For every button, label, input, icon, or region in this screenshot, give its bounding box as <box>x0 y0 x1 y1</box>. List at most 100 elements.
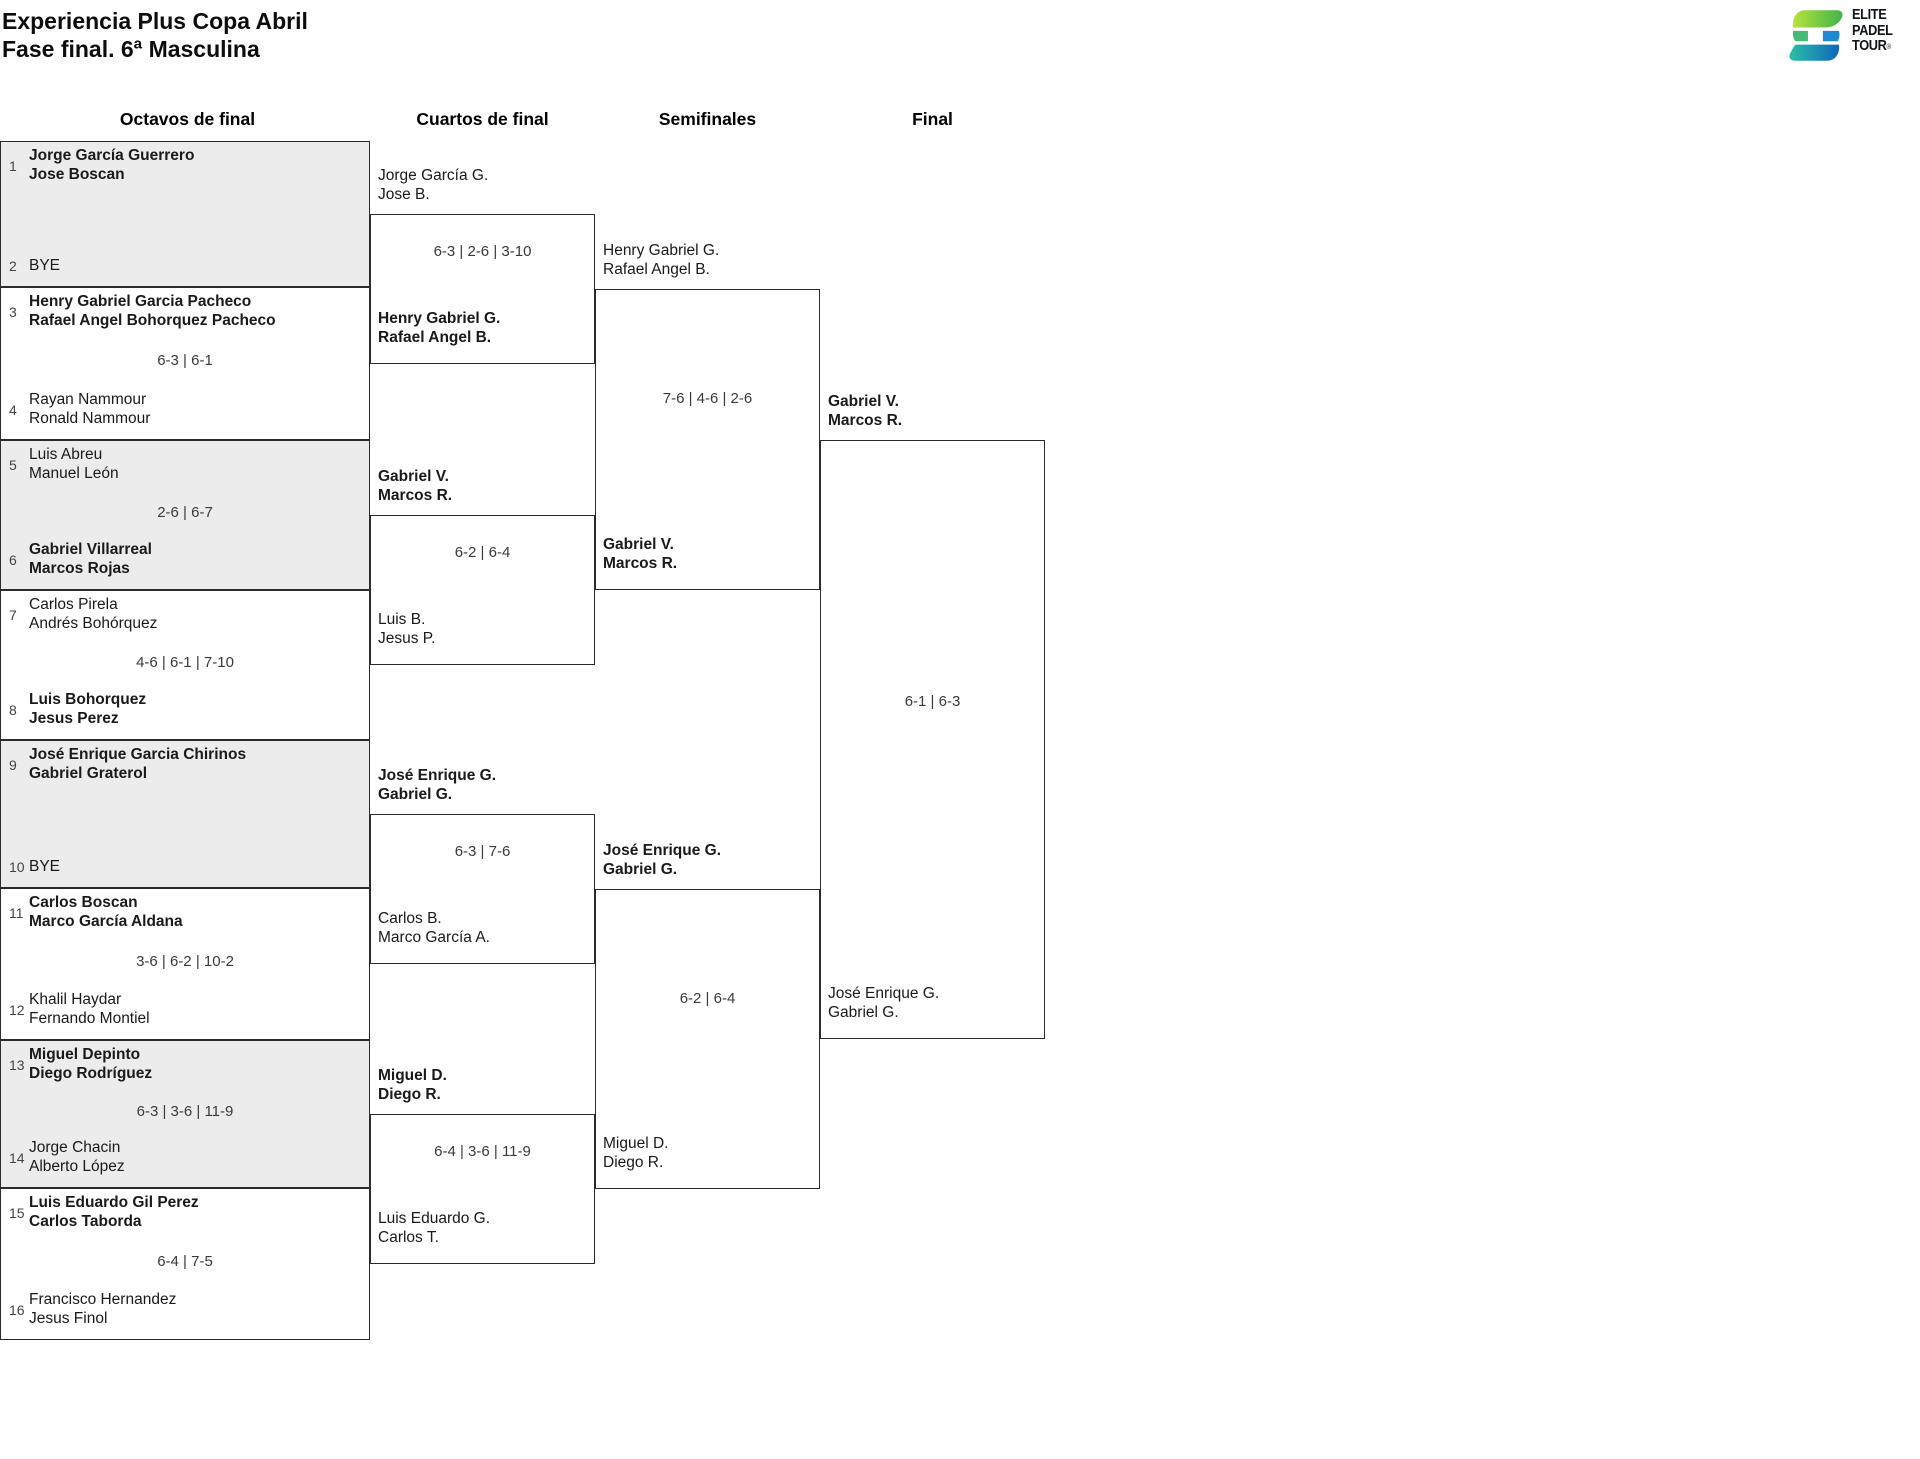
player-name: Marcos R. <box>828 411 903 429</box>
tournament-name: Experiencia Plus Copa Abril <box>2 8 308 34</box>
logo-icon <box>1787 8 1845 63</box>
match-score: 6-2 | 6-4 <box>679 990 736 1007</box>
player-name: Gabriel V. <box>378 468 449 485</box>
player-name: Gabriel G. <box>603 860 678 878</box>
team-name: Jorge Chacin Alberto López <box>29 1139 125 1176</box>
registered-mark: ® <box>1886 44 1892 51</box>
octavos-match-4: 7 Carlos Pirela Andrés Bohórquez 4-6 | 6… <box>0 590 370 740</box>
octavos-match-3: 5 Luis Abreu Manuel León 2-6 | 6-7 6 Gab… <box>0 440 370 590</box>
player-name: Jesus Finol <box>29 1309 108 1327</box>
match-score: 6-3 | 6-1 <box>157 352 213 369</box>
match-score: 6-4 | 3-6 | 11-9 <box>434 1143 531 1160</box>
octavos-match-1: 1 Jorge García Guerrero Jose Boscan 2 BY… <box>0 141 370 287</box>
seed-number: 14 <box>9 1149 25 1166</box>
team-name: Miguel Depinto Diego Rodríguez <box>29 1046 152 1083</box>
player-name: Luis Eduardo G. <box>378 1210 491 1227</box>
semifinal-match-2: José Enrique G. Gabriel G. 6-2 | 6-4 Mig… <box>595 842 820 1189</box>
team-slot: 10 BYE <box>1 858 369 877</box>
seed-number: 10 <box>9 858 25 875</box>
octavos-match-7: 13 Miguel Depinto Diego Rodríguez 6-3 | … <box>0 1040 370 1188</box>
player-name: Gabriel V. <box>828 393 899 410</box>
team-slot: 2 BYE <box>1 257 369 276</box>
player-name: Gabriel Villarreal <box>29 541 152 558</box>
octavos-match-5: 9 José Enrique Garcia Chirinos Gabriel G… <box>0 740 370 888</box>
semifinal-match-1: Henry Gabriel G. Rafael Angel B. 7-6 | 4… <box>595 242 820 590</box>
player-name: Gabriel G. <box>828 1003 899 1021</box>
seed-number: 11 <box>9 904 24 921</box>
round-header-cuartos: Cuartos de final <box>416 109 549 129</box>
team-name: Miguel D. Diego R. <box>378 1067 447 1104</box>
seed-number: 16 <box>9 1301 25 1318</box>
player-name: Miguel D. <box>603 1135 669 1152</box>
team-name: Gabriel V. Marcos R. <box>378 468 452 505</box>
match-score: 2-6 | 6-7 <box>157 503 213 521</box>
team-name: Gabriel Villarreal Marcos Rojas <box>29 541 152 578</box>
player-name: Francisco Hernandez <box>29 1291 177 1308</box>
player-name: José Enrique G. <box>828 985 940 1002</box>
seed-number: 2 <box>9 257 17 274</box>
team-slot: 9 José Enrique Garcia Chirinos Gabriel G… <box>1 746 369 783</box>
team-slot: 8 Luis Bohorquez Jesus Perez <box>1 691 369 728</box>
player-name: Diego R. <box>378 1085 441 1103</box>
player-name: BYE <box>29 857 61 875</box>
player-name: Alberto López <box>29 1157 125 1175</box>
player-name: Jesus P. <box>378 629 436 647</box>
player-name: Carlos B. <box>378 910 442 927</box>
player-name: Rafael Angel Bohorquez Pacheco <box>29 311 276 329</box>
player-name: Henry Gabriel G. <box>378 310 501 327</box>
seed-number: 6 <box>9 551 17 568</box>
player-name: Gabriel V. <box>603 536 674 553</box>
team-name: Luis B. Jesus P. <box>378 611 435 648</box>
quarterfinal-match-2: Gabriel V. Marcos R. 6-2 | 6-4 Luis B. J… <box>370 468 595 665</box>
team-name: José Enrique Garcia Chirinos Gabriel Gra… <box>29 746 246 783</box>
seed-number: 1 <box>9 157 17 174</box>
player-name: Marcos R. <box>378 486 453 504</box>
page-title: Experiencia Plus Copa Abril Fase final. … <box>2 7 308 63</box>
player-name: Carlos Boscan <box>29 894 138 911</box>
team-slot: 14 Jorge Chacin Alberto López <box>1 1139 369 1176</box>
quarterfinal-match-1: Jorge García G. Jose B. 6-3 | 2-6 | 3-10… <box>370 167 595 364</box>
player-name: Miguel Depinto <box>29 1046 141 1063</box>
player-name: Manuel León <box>29 464 119 482</box>
team-name: Gabriel V. Marcos R. <box>603 536 677 573</box>
team-name: Khalil Haydar Fernando Montiel <box>29 991 150 1028</box>
round-header-octavos: Octavos de final <box>119 109 256 129</box>
player-name: Marco García A. <box>378 928 490 946</box>
player-name: Jesus Perez <box>29 709 119 727</box>
team-slot: 16 Francisco Hernandez Jesus Finol <box>1 1291 369 1328</box>
match-score: 6-3 | 3-6 | 11-9 <box>136 1102 234 1120</box>
match-score: 6-2 | 6-4 <box>454 544 511 561</box>
team-name: Carlos Pirela Andrés Bohórquez <box>29 596 157 633</box>
team-name: Luis Eduardo Gil Perez Carlos Taborda <box>29 1194 199 1231</box>
match-score: 6-3 | 7-6 <box>454 843 511 860</box>
player-name: Rafael Angel B. <box>603 260 710 278</box>
player-name: Ronald Nammour <box>29 409 151 427</box>
team-name: José Enrique G. Gabriel G. <box>603 842 721 879</box>
team-name: Henry Gabriel Garcia Pacheco Rafael Ange… <box>29 293 276 330</box>
quarterfinal-match-4: Miguel D. Diego R. 6-4 | 3-6 | 11-9 Luis… <box>370 1067 595 1264</box>
team-slot: 15 Luis Eduardo Gil Perez Carlos Taborda <box>1 1194 369 1231</box>
phase-subtitle: Fase final. 6ª Masculina <box>2 36 260 62</box>
team-slot: 1 Jorge García Guerrero Jose Boscan <box>1 147 369 184</box>
player-name: Jorge García G. <box>378 167 489 184</box>
player-name: José Enrique G. <box>378 767 497 784</box>
player-name: Jorge García Guerrero <box>29 147 195 164</box>
logo-word-padel: PADEL <box>1852 22 1893 39</box>
player-name: Marcos R. <box>603 554 678 572</box>
player-name: Luis Eduardo Gil Perez <box>29 1194 199 1211</box>
player-name: Luis Abreu <box>29 446 103 463</box>
match-score: 6-4 | 7-5 <box>157 1252 213 1270</box>
seed-number: 12 <box>9 1001 25 1018</box>
team-name: Francisco Hernandez Jesus Finol <box>29 1291 176 1328</box>
round-header-final: Final <box>912 109 953 129</box>
seed-number: 9 <box>9 756 17 773</box>
team-name: Gabriel V. Marcos R. <box>828 393 902 430</box>
player-name: Carlos Pirela <box>29 596 118 613</box>
match-score: 6-3 | 2-6 | 3-10 <box>433 243 532 260</box>
seed-number: 8 <box>9 701 17 718</box>
team-slot: 7 Carlos Pirela Andrés Bohórquez <box>1 596 369 633</box>
player-name: Gabriel G. <box>378 785 453 803</box>
player-name: Marco García Aldana <box>29 912 183 930</box>
player-name: José Enrique G. <box>603 842 722 859</box>
seed-number: 7 <box>9 606 17 623</box>
